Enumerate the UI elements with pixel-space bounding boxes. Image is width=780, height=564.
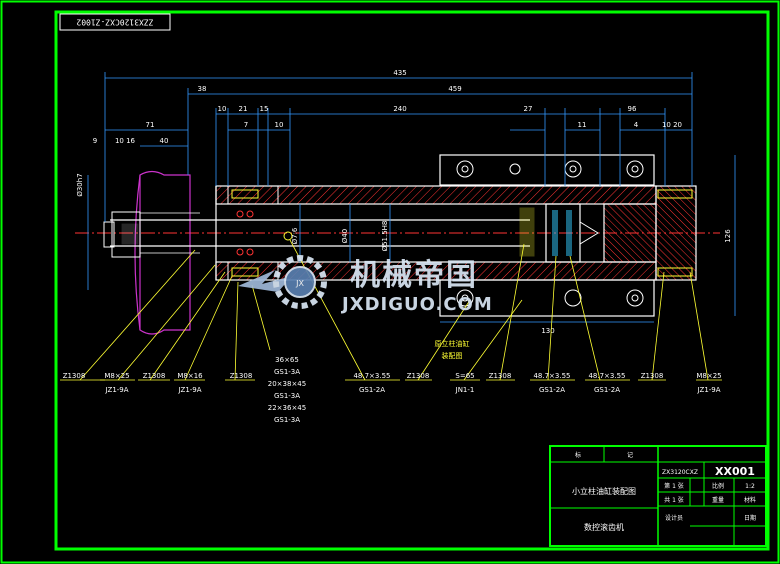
dim-126: 126: [724, 229, 732, 243]
note-line-2: 装配图: [442, 351, 463, 360]
label-m8x25-a: M8×25: [104, 372, 129, 380]
tb-sheet-2: 共 1 张: [664, 496, 684, 504]
tb-header-2: 记: [627, 452, 633, 459]
dim-10-20: 10 20: [662, 121, 682, 129]
tb-material-label: 材料: [744, 496, 756, 504]
label-z1308-d: Z1308: [407, 372, 430, 380]
label-gs1-2a-c: GS1-2A: [594, 386, 620, 394]
dim-459: 459: [448, 85, 461, 93]
piston-rod: [110, 212, 530, 254]
label-jn1-1: JN1-1: [455, 386, 475, 394]
label-gs1-3a-c: GS1-3A: [274, 416, 300, 424]
tb-weight-label: 重量: [712, 496, 724, 504]
dim-435: 435: [393, 69, 406, 77]
label-20x38x45: 20×38×45: [268, 380, 306, 388]
label-z1308-e: Z1308: [489, 372, 512, 380]
tb-subtitle: 数控滚齿机: [584, 522, 624, 532]
inner-frame: [54, 10, 770, 551]
label-z1308-b: Z1308: [143, 372, 166, 380]
end-cap: [603, 185, 697, 281]
label-48-7x3-55-a: 48.7×3.55: [353, 372, 390, 380]
label-22x36x45: 22×36×45: [268, 404, 306, 412]
note-line-1: 原立柱油缸: [435, 339, 470, 348]
label-gs1-2a-b: GS1-2A: [539, 386, 565, 394]
watermark-logo: JX: [295, 279, 304, 288]
dim-240: 240: [393, 105, 406, 113]
dim-11: 11: [578, 121, 587, 129]
label-jz1-9a-b: JZ1-9A: [177, 386, 201, 394]
dim-dia-mid1: Ø7:6: [291, 227, 299, 244]
label-36x65: 36×65: [275, 356, 299, 364]
label-m8x25-b: M8×25: [696, 372, 721, 380]
title-block: [549, 445, 767, 547]
dim-40: 40: [160, 137, 169, 145]
tb-mark: 设计员: [665, 514, 683, 522]
tb-date: 日期: [744, 514, 756, 522]
leader-lines: [60, 239, 722, 381]
label-jz1-9a-c: JZ1-9A: [696, 386, 720, 394]
label-z1308-c: Z1308: [230, 372, 253, 380]
watermark-cn: 机械帝国: [350, 258, 478, 293]
tb-drawing-no: XX001: [715, 465, 755, 478]
label-48-7x3-55-b: 48.7×3.55: [533, 372, 570, 380]
label-48-7x3-55-c: 48.7×3.55: [588, 372, 625, 380]
dim-4: 4: [634, 121, 639, 129]
pulley: [103, 170, 191, 335]
watermark-gear-icon: [273, 255, 327, 309]
watermark: JX 机械帝国 JXDIGUO.COM: [238, 255, 493, 315]
dim-71: 71: [146, 121, 155, 129]
drawing-code-rotated: ZZX3120CXZ-Z1002: [76, 18, 153, 27]
label-gs1-3a-a: GS1-3A: [274, 368, 300, 376]
tb-scale-label: 比例: [712, 482, 724, 490]
tb-sheet-1: 第 1 张: [664, 482, 684, 490]
tb-header-1: 标: [575, 451, 581, 459]
dim-21: 21: [239, 105, 248, 113]
dimension-lines: [87, 72, 736, 323]
dim-130: 130: [541, 327, 554, 335]
rotated-code-box: ZZX3120CXZ-Z1002: [59, 13, 171, 31]
watermark-en: JXDIGUO.COM: [340, 294, 493, 315]
label-z1308-f: Z1308: [641, 372, 664, 380]
dim-9: 9: [93, 137, 97, 145]
dim-dia-left: Ø30h7: [76, 173, 84, 196]
tb-code: ZX3120CXZ: [662, 469, 698, 476]
dim-10a: 10: [218, 105, 227, 113]
watermark-wing-icon: [238, 270, 292, 292]
left-gland: [227, 185, 293, 281]
label-z1308-a: Z1308: [63, 372, 86, 380]
dim-10b: 10: [275, 121, 284, 129]
label-s65: S=65: [455, 372, 474, 380]
dim-27: 27: [524, 105, 533, 113]
dim-dia-mid3: Ø51.5H8: [381, 221, 389, 252]
label-jz1-9a-a: JZ1-9A: [104, 386, 128, 394]
dim-7: 7: [244, 121, 248, 129]
dim-15: 15: [260, 105, 269, 113]
label-gs1-2a-a: GS1-2A: [359, 386, 385, 394]
dim-96: 96: [628, 105, 637, 113]
label-m8x16: M8×16: [177, 372, 203, 380]
dim-10-16: 10 16: [115, 137, 136, 145]
tb-title: 小立柱油缸装配图: [572, 486, 636, 496]
label-gs1-3a-b: GS1-3A: [274, 392, 300, 400]
dim-38: 38: [198, 85, 207, 93]
tb-scale-value: 1:2: [745, 483, 755, 490]
dim-dia-mid2: Ø40: [341, 229, 349, 243]
piston-head: [519, 203, 599, 263]
